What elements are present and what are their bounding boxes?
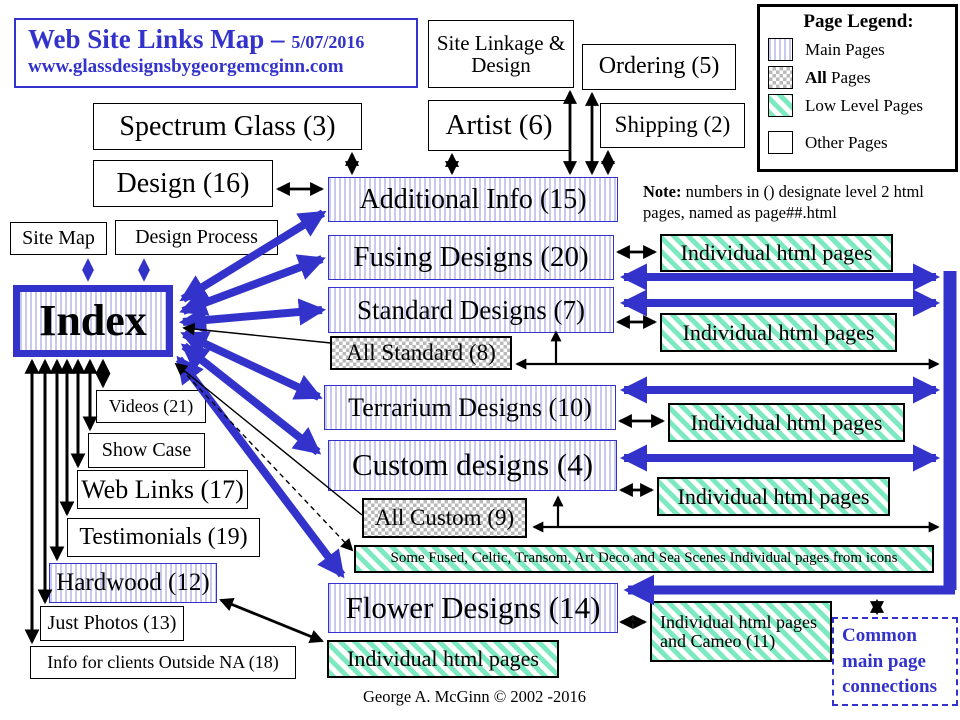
box-all-custom: All Custom (9) [362,498,527,538]
box-hardwood: Hardwood (12) [49,563,217,603]
box-some-fused-pages: Some Fused, Celtic, Transom, Art Deco an… [354,545,934,573]
box-all-standard: All Standard (8) [330,336,512,370]
box-individual-pages-cameo: Individual html pages and Cameo (11) [650,601,832,662]
box-artist: Artist (6) [428,100,570,151]
page-legend: Page Legend: Main Pages All Pages Low Le… [757,4,958,172]
box-common-main-page-connections: Common main page connections [832,617,958,706]
legend-item-all-pages: All Pages [768,66,949,89]
legend-label: Other Pages [805,132,888,152]
title-box: Web Site Links Map – 5/07/2016 www.glass… [14,18,418,88]
box-site-map: Site Map [10,222,107,255]
legend-item-low-level-pages: Low Level Pages [768,94,949,117]
box-web-links: Web Links (17) [77,470,248,509]
box-additional-info: Additional Info (15) [328,177,618,222]
box-design-process: Design Process [115,220,278,255]
box-design: Design (16) [93,160,273,207]
box-standard-designs: Standard Designs (7) [328,287,614,333]
low-level-pages-swatch-icon [768,94,793,117]
title-date: 5/07/2016 [291,32,365,52]
box-testimonials: Testimonials (19) [67,518,260,557]
box-individual-pages-5: Individual html pages [327,640,559,678]
box-individual-pages-3: Individual html pages [668,403,905,442]
box-terrarium-designs: Terrarium Designs (10) [324,385,616,430]
legend-title: Page Legend: [803,11,914,32]
main-pages-swatch-icon [768,38,793,61]
box-show-case: Show Case [88,433,205,468]
sitemap-index-arrows [82,258,150,282]
box-individual-pages-2: Individual html pages [660,313,897,352]
legend-item-main-pages: Main Pages [768,38,949,61]
box-videos: Videos (21) [96,390,206,423]
box-individual-pages-4: Individual html pages [657,477,890,516]
site-url: www.glassdesignsbygeorgemcginn.com [28,56,344,77]
all-pages-swatch-icon [768,66,793,89]
box-fusing-designs: Fusing Designs (20) [328,235,614,280]
box-shipping: Shipping (2) [600,103,745,148]
other-pages-swatch-icon [768,131,793,154]
box-index: Index [13,285,173,357]
box-individual-pages-1: Individual html pages [660,234,893,272]
box-flower-designs: Flower Designs (14) [328,583,618,633]
box-site-linkage-design: Site Linkage & Design [428,20,574,88]
legend-label: Low Level Pages [805,95,924,115]
legend-label: Main Pages [805,39,885,59]
box-spectrum-glass: Spectrum Glass (3) [93,103,362,150]
box-info-clients-outside-na: Info for clients Outside NA (18) [30,646,296,679]
level2-note: Note: numbers in () designate level 2 ht… [643,182,924,223]
box-just-photos: Just Photos (13) [40,606,184,641]
box-ordering: Ordering (5) [582,44,736,90]
legend-item-other-pages: Other Pages [768,131,949,154]
page-title: Web Site Links Map – 5/07/2016 [28,24,365,54]
legend-label: All Pages [805,67,871,87]
copyright-text: George A. McGinn © 2002 -2016 [363,687,587,706]
box-custom-designs: Custom designs (4) [328,440,617,491]
